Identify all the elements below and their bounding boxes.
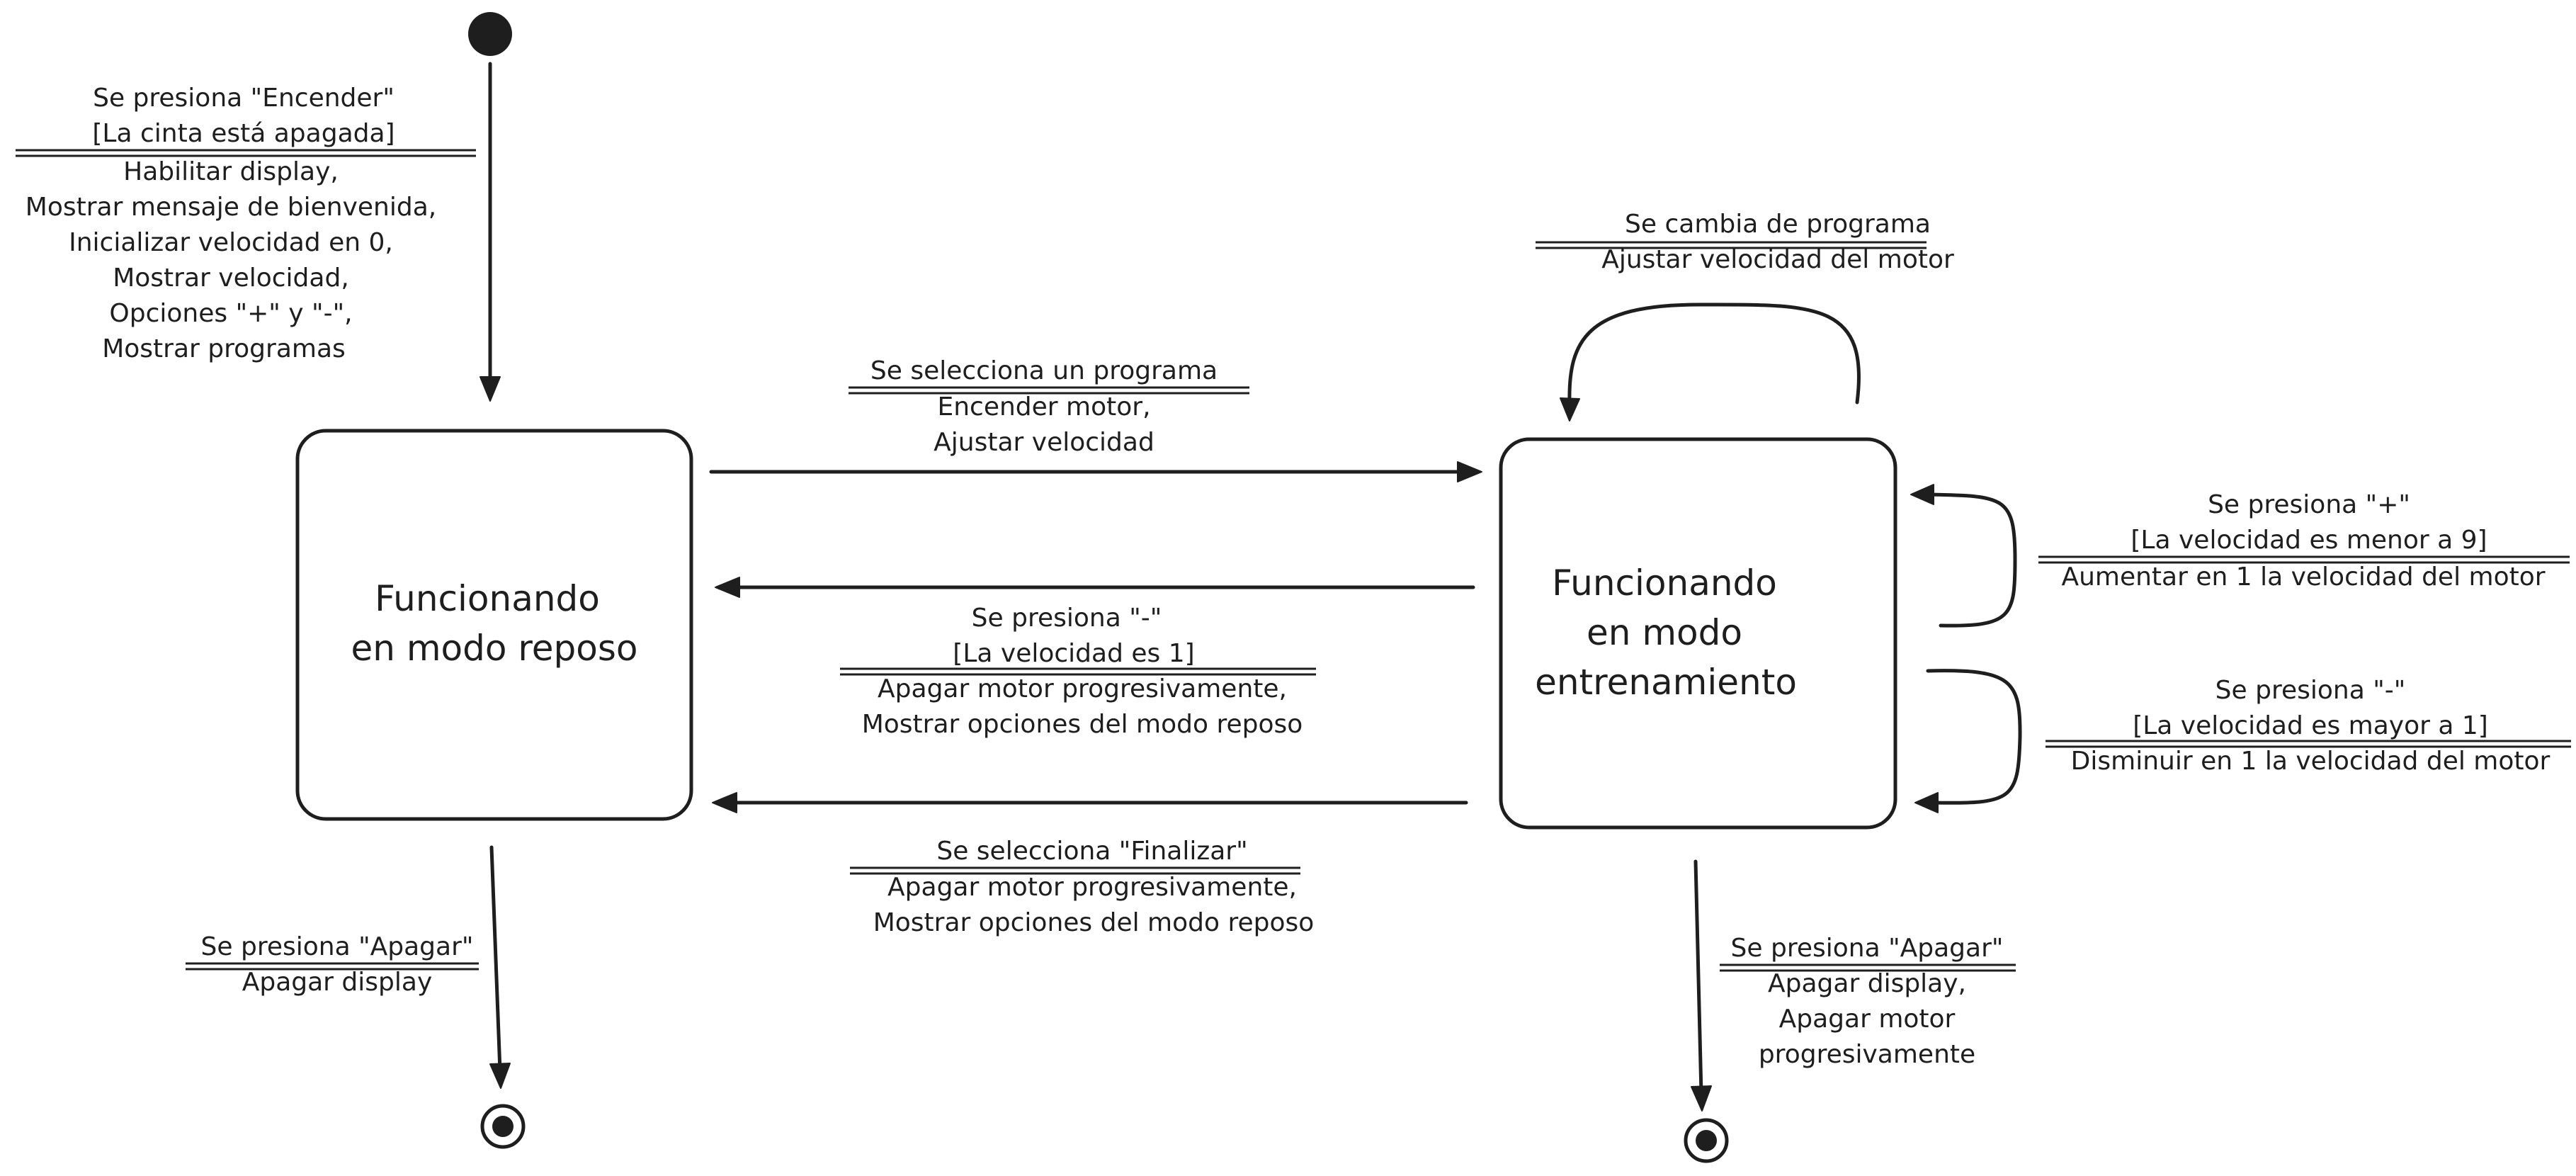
state-entrenamiento-label-line3: entrenamiento <box>1535 662 1797 703</box>
label-apagar-reposo-event: Se presiona "Apagar" <box>201 932 474 961</box>
state-entrenamiento-label-line2: en modo <box>1587 612 1742 653</box>
label-finalizar: Se selecciona "Finalizar" Apagar motor p… <box>850 837 1314 937</box>
label-apagar-reposo-action-1: Apagar display <box>242 968 433 997</box>
label-apagar-entrenamiento-event: Se presiona "Apagar" <box>1731 934 2004 963</box>
label-apagar-reposo: Se presiona "Apagar" Apagar display <box>186 932 479 997</box>
state-reposo: Funcionando en modo reposo <box>295 429 693 821</box>
label-presionar-menos-fin-event: Se presiona "-" <box>972 604 1162 633</box>
label-presionar-menos-action-1: Disminuir en 1 la velocidad del motor <box>2071 747 2551 776</box>
label-cambiar-programa: Se cambia de programa Ajustar velocidad … <box>1536 210 1954 274</box>
label-encender: Se presiona "Encender" [La cinta está ap… <box>16 84 476 363</box>
label-encender-action-3: Inicializar velocidad en 0, <box>69 228 393 257</box>
label-presionar-menos: Se presiona "-" [La velocidad es mayor a… <box>2046 676 2571 776</box>
label-encender-action-4: Mostrar velocidad, <box>113 264 349 293</box>
state-reposo-label-line1: Funcionando <box>375 578 600 619</box>
loop-presionar-mas <box>1910 484 2017 628</box>
label-presionar-mas-guard: [La velocidad es menor a 9] <box>2130 526 2487 555</box>
label-presionar-menos-fin-action-1: Apagar motor progresivamente, <box>878 674 1287 703</box>
label-seleccionar-programa: Se selecciona un programa Encender motor… <box>849 356 1249 457</box>
label-encender-action-6: Mostrar programas <box>102 334 346 363</box>
label-presionar-menos-guard: [La velocidad es mayor a 1] <box>2133 711 2488 740</box>
label-apagar-entrenamiento-action-3: progresivamente <box>1759 1040 1975 1069</box>
label-seleccionar-programa-action-1: Encender motor, <box>937 392 1150 422</box>
arrow-finalizar <box>712 792 1468 813</box>
state-entrenamiento-box <box>1499 437 1897 830</box>
label-encender-guard: [La cinta está apagada] <box>92 119 395 148</box>
label-seleccionar-programa-event: Se selecciona un programa <box>870 356 1218 385</box>
arrow-apagar-entrenamiento <box>1691 859 1712 1112</box>
loop-cambiar-programa <box>1560 303 1861 422</box>
label-finalizar-event: Se selecciona "Finalizar" <box>936 837 1247 866</box>
label-presionar-mas-action-1: Aumentar en 1 la velocidad del motor <box>2061 562 2545 592</box>
label-finalizar-action-2: Mostrar opciones del modo reposo <box>873 908 1315 937</box>
label-cambiar-programa-action-1: Ajustar velocidad del motor <box>1601 245 1954 274</box>
label-encender-action-5: Opciones "+" y "-", <box>109 299 352 328</box>
label-presionar-mas: Se presiona "+" [La velocidad es menor a… <box>2038 490 2570 592</box>
final-state-reposo <box>480 1104 526 1149</box>
state-entrenamiento: Funcionando en modo entrenamiento <box>1499 437 1897 830</box>
arrow-presionar-menos-fin <box>715 577 1475 598</box>
label-encender-action-2: Mostrar mensaje de bienvenida, <box>25 193 436 222</box>
label-apagar-entrenamiento-action-1: Apagar display, <box>1768 969 1966 998</box>
label-finalizar-action-1: Apagar motor progresivamente, <box>887 873 1297 902</box>
label-presionar-menos-fin-guard: [La velocidad es 1] <box>953 639 1194 668</box>
label-presionar-menos-fin: Se presiona "-" [La velocidad es 1] Apag… <box>840 604 1316 739</box>
arrow-encender <box>480 62 501 402</box>
label-encender-action-1: Habilitar display, <box>123 157 339 186</box>
loop-presionar-menos <box>1914 669 2022 813</box>
state-reposo-box <box>295 429 693 821</box>
label-apagar-entrenamiento: Se presiona "Apagar" Apagar display, Apa… <box>1720 934 2016 1069</box>
label-seleccionar-programa-action-2: Ajustar velocidad <box>934 428 1154 457</box>
label-apagar-entrenamiento-action-2: Apagar motor <box>1779 1005 1956 1034</box>
label-cambiar-programa-event: Se cambia de programa <box>1625 210 1931 239</box>
arrow-seleccionar-programa <box>709 461 1482 482</box>
label-presionar-menos-fin-action-2: Mostrar opciones del modo reposo <box>862 710 1303 739</box>
label-encender-event: Se presiona "Encender" <box>93 84 395 113</box>
final-state-entrenamiento <box>1684 1118 1729 1163</box>
label-presionar-mas-event: Se presiona "+" <box>2208 490 2410 519</box>
state-entrenamiento-label-line1: Funcionando <box>1552 562 1777 604</box>
initial-state <box>468 12 512 56</box>
label-presionar-menos-event: Se presiona "-" <box>2215 676 2406 705</box>
state-reposo-label-line2: en modo reposo <box>351 628 637 669</box>
arrow-apagar-reposo <box>489 845 511 1089</box>
